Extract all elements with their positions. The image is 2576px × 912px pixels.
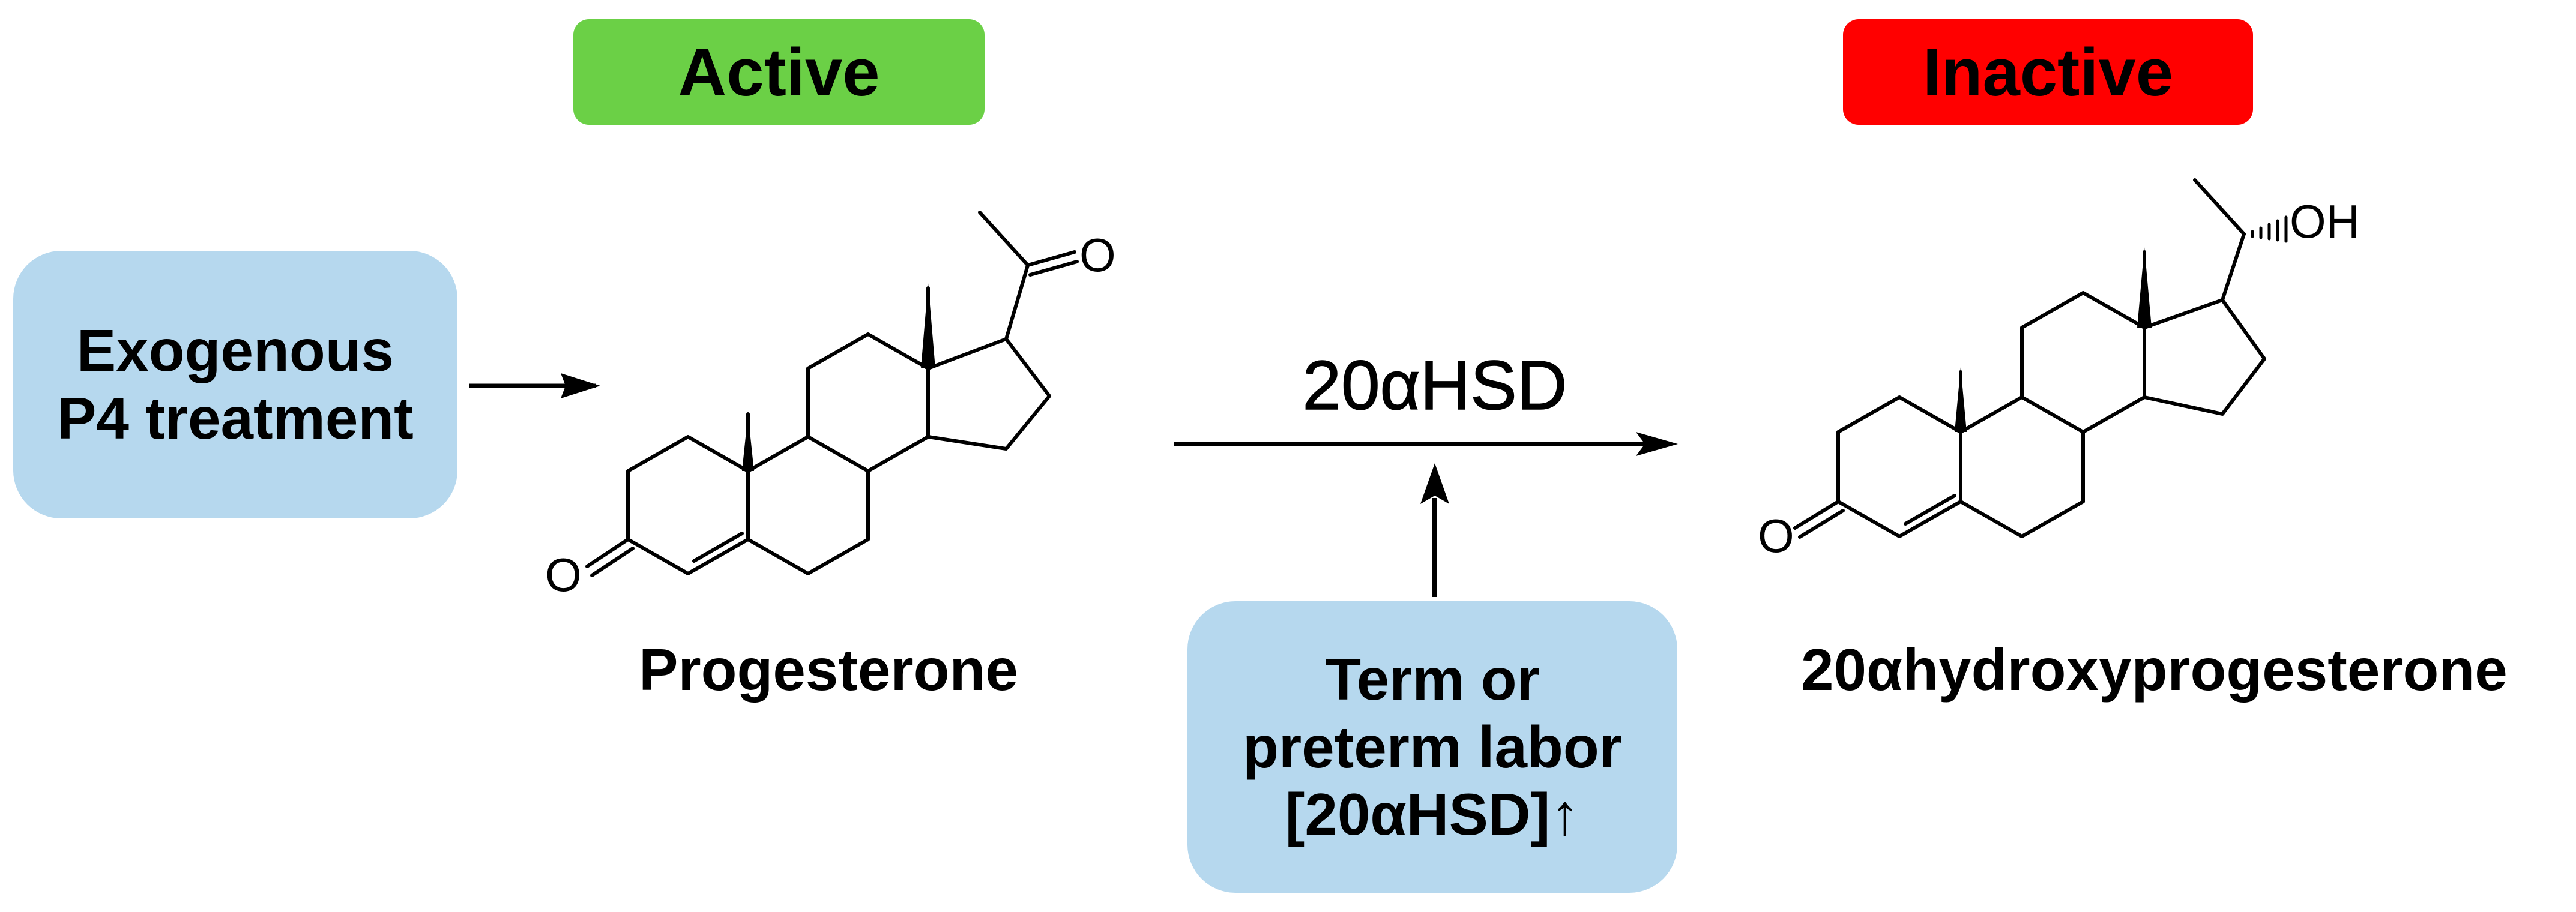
product-name: 20αhydroxyprogesterone — [1801, 637, 2508, 703]
substrate-name: Progesterone — [639, 637, 1018, 703]
active-tag: Active — [573, 19, 985, 125]
progesterone-ketone-o: O — [545, 548, 582, 601]
treatment-arrow — [469, 373, 600, 398]
labor-up-arrow — [1420, 463, 1449, 597]
hydroxyprogesterone-c18-wedge — [2137, 247, 2152, 328]
hydroxyprogesterone-hydroxyl: OH — [2290, 195, 2360, 248]
treatment-box-line-2: P4 treatment — [57, 385, 414, 451]
hydroxyprogesterone-c19-wedge — [1955, 367, 1967, 432]
progesterone-structure — [585, 211, 1079, 577]
hydroxyprogesterone-hashed-bond — [2251, 215, 2288, 243]
labor-box-line-1: Term or — [1325, 646, 1540, 712]
treatment-box-line-1: Exogenous — [76, 317, 394, 384]
progesterone-c19-wedge — [742, 414, 754, 471]
labor-box: Term or preterm labor [20αHSD]↑ — [1187, 601, 1677, 893]
hydroxyprogesterone-structure — [1793, 178, 2266, 539]
progesterone-acetyl-o: O — [1079, 229, 1116, 281]
labor-box-line-2: preterm labor — [1243, 713, 1622, 780]
enzyme-label: 20αHSD — [1302, 346, 1568, 425]
reaction-arrow — [1174, 432, 1678, 456]
labor-box-line-3: [20αHSD]↑ — [1285, 781, 1580, 848]
inactive-tag: Inactive — [1843, 19, 2253, 125]
hydroxyprogesterone-ketone-o: O — [1758, 509, 1794, 562]
exogenous-p4-treatment-box: Exogenous P4 treatment — [13, 251, 457, 518]
progesterone-c18-wedge — [921, 283, 935, 368]
